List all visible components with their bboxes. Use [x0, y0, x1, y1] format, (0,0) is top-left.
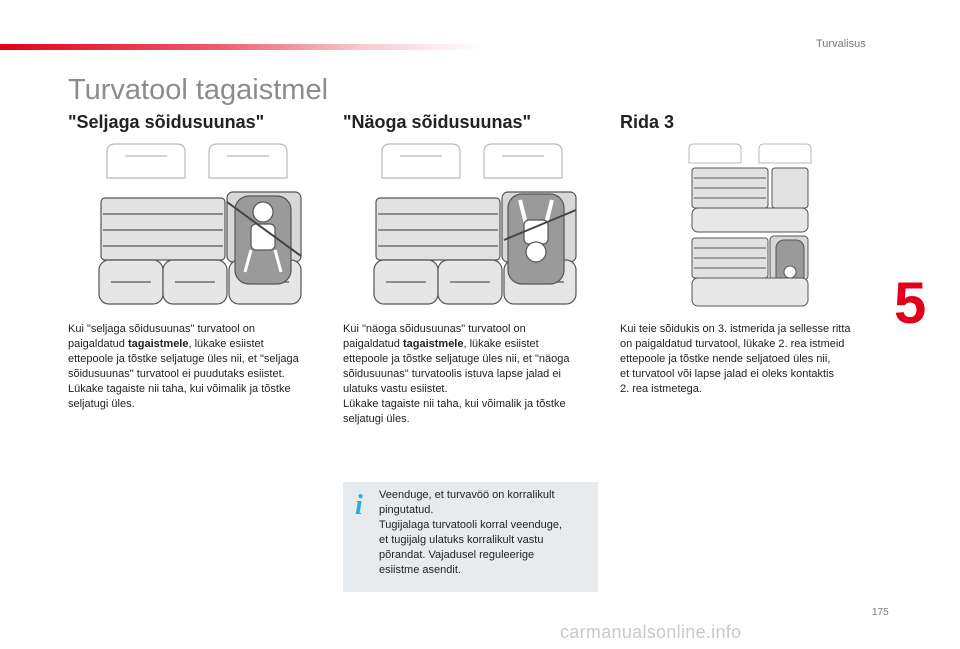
text-line: ettepoole ja tõstke nende seljatoed üles…: [620, 353, 831, 365]
heading-forward-facing: "Näoga sõidusuunas": [343, 112, 532, 132]
paragraph-forward-facing: Kui "näoga sõidusuunas" turvatool on pai…: [343, 322, 598, 427]
info-line: Tugijalaga turvatooli korral veenduge,: [379, 519, 563, 531]
text-line: Kui "seljaga sõidusuunas" turvatool on: [68, 323, 255, 335]
text-line: ulatuks vastu esiistet.: [343, 383, 448, 395]
row-3-seat-illustration: [688, 140, 813, 310]
info-line: Veenduge, et turvavöö on korralikult: [379, 489, 555, 501]
text-line: Kui teie sõidukis on 3. istmerida ja sel…: [620, 323, 851, 335]
text-line: paigaldatud tagaistmele, lükake esiistet: [68, 338, 264, 350]
text-line: sõidusuunas" turvatool ei puudutaks esii…: [68, 368, 285, 380]
text-line: on paigaldatud turvatool, lükake 2. rea …: [620, 338, 845, 350]
emphasis: tagaistmele: [127, 338, 189, 350]
info-line: põrandat. Vajadusel reguleerige: [379, 549, 535, 561]
page-number: 175: [872, 607, 889, 618]
heading-rear-facing: "Seljaga sõidusuunas": [68, 112, 265, 132]
rear-facing-seat-illustration: [95, 140, 310, 310]
page-title: Turvatool tagaistmel: [68, 74, 329, 106]
text-line: ettepoole ja tõstke seljatuge üles nii, …: [343, 353, 570, 365]
text-line: Lükake tagaiste nii taha, kui võimalik j…: [343, 398, 566, 410]
text-line: Lükake tagaiste nii taha, kui võimalik j…: [68, 383, 291, 395]
header-accent-bar: [0, 44, 480, 50]
text-line: seljatugi üles.: [68, 398, 135, 410]
watermark: carmanualsonline.info: [560, 622, 742, 642]
info-box: i Veenduge, et turvavöö on korralikult p…: [343, 482, 598, 592]
info-text: Veenduge, et turvavöö on korralikult pin…: [379, 488, 584, 578]
info-line: pingutatud.: [379, 504, 434, 516]
section-label: Turvalisus: [816, 38, 866, 50]
text-line: seljatugi üles.: [343, 413, 410, 425]
paragraph-row-3: Kui teie sõidukis on 3. istmerida ja sel…: [620, 322, 885, 397]
chapter-number: 5: [894, 271, 927, 336]
heading-row-3: Rida 3: [620, 112, 675, 132]
emphasis: tagaistmele: [402, 338, 464, 350]
text-line: paigaldatud tagaistmele, lükake esiistet: [343, 338, 539, 350]
forward-facing-seat-illustration: [370, 140, 585, 310]
text-line: sõidusuunas" turvatoolis istuva lapse ja…: [343, 368, 561, 380]
text-line: ettepoole ja tõstke seljatuge üles nii, …: [68, 353, 299, 365]
info-line: et tugijalg ulatuks korralikult vastu: [379, 534, 544, 546]
text-line: et turvatool või lapse jalad ei oleks ko…: [620, 368, 835, 380]
info-icon: i: [355, 490, 363, 521]
info-line: esiistme asendit.: [379, 564, 461, 576]
paragraph-rear-facing: Kui "seljaga sõidusuunas" turvatool on p…: [68, 322, 323, 412]
text-line: Kui "näoga sõidusuunas" turvatool on: [343, 323, 526, 335]
text-line: 2. rea istmetega.: [620, 383, 702, 395]
